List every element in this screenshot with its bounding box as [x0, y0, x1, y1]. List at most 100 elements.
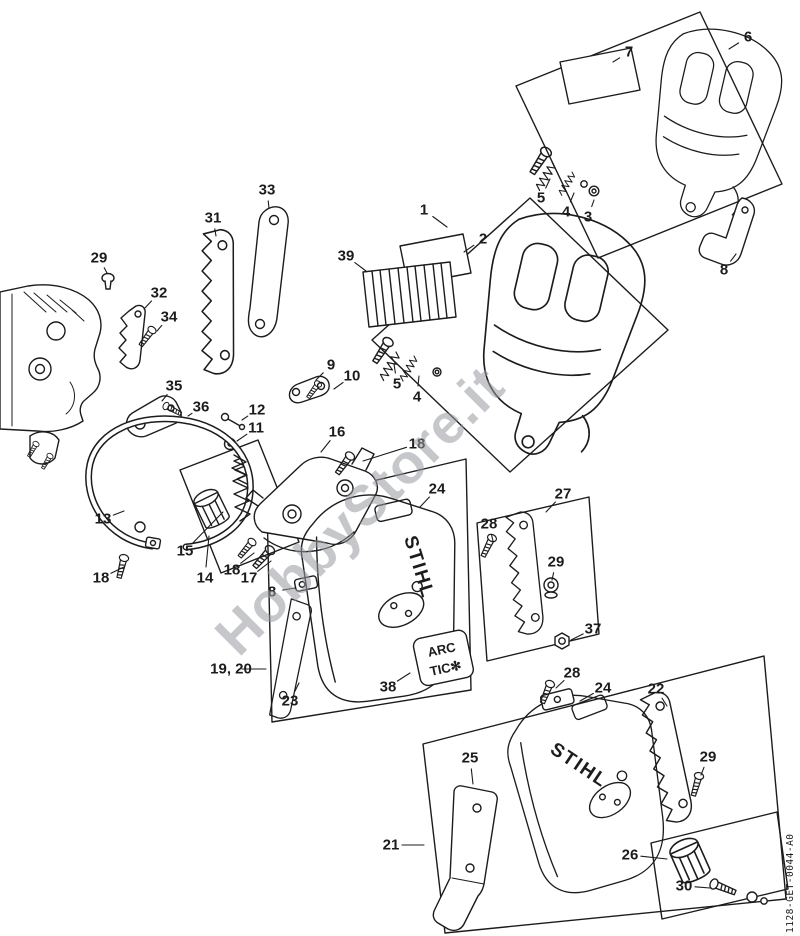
brake-lever-16	[245, 447, 379, 553]
part-label-3: 3	[584, 209, 592, 226]
leader-line	[354, 262, 367, 272]
part-label-6: 6	[744, 29, 752, 46]
washer-4-mid	[432, 367, 442, 377]
leader-line	[591, 199, 595, 208]
bumper-plate-32	[118, 304, 146, 370]
part-label-24: 24	[595, 680, 612, 697]
group-box-hand-guard-middle	[371, 197, 669, 473]
leader-line	[110, 566, 125, 574]
arctic-badge-line2: TIC✻	[428, 657, 462, 678]
ribbed-pad-39	[362, 261, 457, 328]
leader-line	[570, 633, 584, 641]
part-label-27: 27	[555, 486, 572, 503]
part-label-12: 12	[249, 402, 266, 419]
document-code: 1128-GET-0044-A0	[785, 833, 796, 933]
leader-line	[569, 192, 575, 203]
hand-guard-spike-31	[194, 228, 241, 376]
part-label-5: 5	[393, 376, 401, 393]
part-label-30: 30	[676, 878, 693, 895]
leader-line	[103, 267, 108, 274]
part-label-34: 34	[161, 309, 178, 326]
screw-29-bottom	[688, 770, 706, 798]
clip-24-bottom	[539, 688, 575, 711]
handle-33	[247, 206, 289, 338]
leader-line	[470, 768, 474, 785]
part-label-4: 4	[413, 389, 422, 406]
part-label-29: 29	[548, 554, 565, 571]
part-label-11: 11	[248, 420, 264, 437]
screw-5-top	[526, 144, 554, 178]
brand-logo-middle-cover: STIHL	[399, 533, 438, 601]
leader-line	[728, 42, 740, 50]
leader-line	[730, 253, 737, 262]
sprocket-cover-21	[496, 677, 685, 903]
leader-line	[315, 372, 324, 381]
leader-line	[551, 572, 555, 581]
part-label-8: 8	[720, 262, 728, 279]
leader-line	[432, 215, 448, 228]
leader-line	[112, 510, 125, 516]
part-label-33: 33	[259, 182, 276, 199]
arctic-badge-38: ARC TIC✻	[412, 629, 475, 687]
spring-15	[231, 454, 251, 522]
part-label-5: 5	[537, 190, 545, 207]
part-label-21: 21	[383, 837, 400, 854]
part-label-17: 17	[241, 570, 258, 587]
leader-line	[320, 440, 331, 453]
screw-28-upper	[478, 532, 499, 559]
group-box-sprocket-cover-middle	[266, 458, 472, 723]
part-label-7: 7	[625, 44, 633, 61]
part-label-22: 22	[648, 681, 665, 698]
nut-37	[554, 632, 570, 650]
leader-line	[700, 766, 705, 776]
part-label-18: 18	[93, 570, 110, 587]
part-label-16: 16	[329, 424, 346, 441]
leader-line	[612, 57, 621, 63]
part-label-37: 37	[585, 621, 602, 638]
hand-guard-6	[631, 17, 793, 231]
part-label-1: 1	[420, 202, 428, 219]
leader-line	[545, 178, 551, 189]
leader-line	[490, 534, 494, 542]
part-label-2: 2	[479, 231, 487, 248]
spiked-bumper-27	[498, 509, 551, 637]
part-label-39: 39	[338, 248, 355, 265]
part-label-38: 38	[380, 679, 397, 696]
part-label-25: 25	[462, 750, 479, 767]
leader-line	[161, 394, 168, 402]
part-label-15: 15	[177, 543, 194, 560]
leader-line	[579, 692, 594, 702]
part-label-4: 4	[562, 204, 571, 221]
leader-line	[294, 682, 300, 692]
leader-line	[241, 415, 249, 421]
part-label-8: 8	[268, 584, 276, 601]
leader-line	[640, 855, 668, 860]
leader-line	[694, 886, 711, 889]
leader-line	[463, 244, 475, 253]
leader-line	[555, 679, 565, 689]
part-label-35: 35	[166, 378, 183, 395]
leader-line	[333, 381, 344, 390]
part-label-19-20: 19, 20	[210, 661, 252, 678]
nut-29-bumper	[543, 577, 559, 599]
part-label-28: 28	[481, 516, 498, 533]
leader-line	[396, 672, 411, 682]
leader-line	[417, 375, 420, 387]
leader-line	[419, 496, 430, 508]
leader-line	[214, 228, 217, 237]
washer-3-top	[580, 180, 600, 197]
group-box-sprocket-cover-bottom	[422, 655, 787, 934]
leader-line	[187, 412, 193, 417]
part-label-10: 10	[344, 368, 361, 385]
leader-line	[257, 560, 272, 572]
part-label-18: 18	[409, 436, 426, 453]
group-box-roller-kit	[650, 811, 789, 920]
leader-line	[282, 587, 296, 591]
part-label-32: 32	[151, 285, 168, 302]
leader-line	[267, 200, 270, 209]
part-label-28: 28	[564, 665, 581, 682]
part-label-14: 14	[197, 570, 214, 587]
